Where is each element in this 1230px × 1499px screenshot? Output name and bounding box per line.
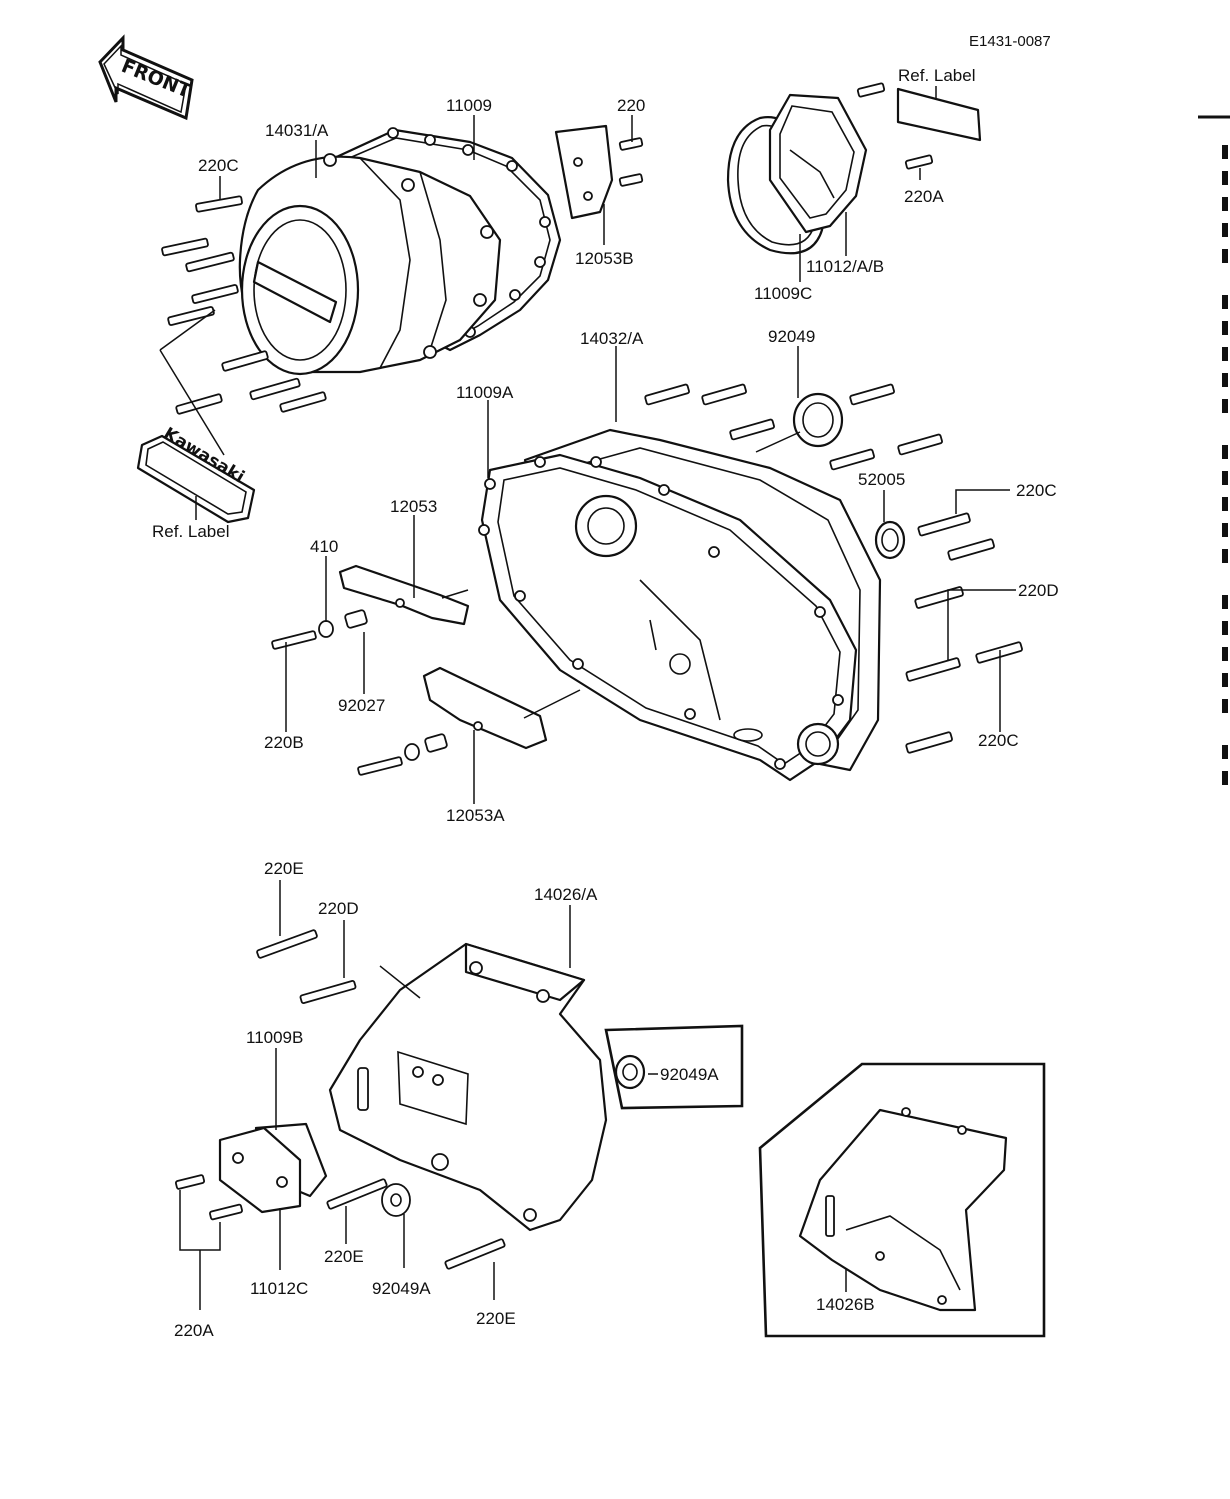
- chain-guide-12053: [271, 564, 470, 650]
- label-11009a: 11009A: [456, 383, 514, 402]
- label-220-top: 220: [617, 96, 645, 115]
- label-92049: 92049: [768, 327, 815, 346]
- crankcase-cover-gasket-11009a: [478, 453, 858, 782]
- label-220c-right-1: 220C: [1016, 481, 1057, 500]
- label-220c-right-2: 220C: [978, 731, 1019, 750]
- label-14026a: 14026/A: [534, 885, 598, 904]
- label-11012ab: 11012/A/B: [806, 257, 884, 276]
- label-11009c: 11009C: [754, 284, 812, 303]
- label-220c-top: 220C: [198, 156, 239, 175]
- ref-label-plate-top: [896, 87, 982, 142]
- cutoff-list-marks: [1198, 115, 1230, 785]
- label-14026b: 14026B: [816, 1295, 875, 1314]
- label-92049a-box: 92049A: [660, 1065, 719, 1084]
- seal-92049: [792, 392, 844, 448]
- label-14032a: 14032/A: [580, 329, 644, 348]
- label-410: 410: [310, 537, 338, 556]
- cover-gasket-11009b-and-plate-11012c: [218, 1122, 328, 1214]
- label-220a-top: 220A: [904, 187, 944, 206]
- label-220e-mid: 220E: [324, 1247, 364, 1266]
- label-ref-label-left: Ref. Label: [152, 522, 230, 541]
- generator-cover-bolts: [161, 195, 327, 415]
- label-92027: 92027: [338, 696, 385, 715]
- label-11009b: 11009B: [246, 1028, 303, 1047]
- label-220b: 220B: [264, 733, 304, 752]
- label-ref-label-top: Ref. Label: [898, 66, 976, 85]
- diagram-code: E1431-0087: [969, 33, 1051, 50]
- seal-52005: [874, 520, 906, 560]
- label-220a-bottom: 220A: [174, 1321, 214, 1340]
- ref-label-leaders-left: [159, 309, 225, 456]
- label-52005: 52005: [858, 470, 905, 489]
- sprocket-cover-14026a: [328, 942, 608, 1232]
- sprocket-cover-bolts: [174, 929, 506, 1270]
- label-92049a-bottom: 92049A: [372, 1279, 431, 1298]
- label-220e-bottom: 220E: [476, 1309, 516, 1328]
- label-14031a: 14031/A: [265, 121, 329, 140]
- label-220d-right: 220D: [1018, 581, 1059, 600]
- label-12053a: 12053A: [446, 806, 505, 825]
- leader-lines: [179, 86, 1016, 1310]
- front-arrow-icon: FRONT: [98, 34, 194, 121]
- crankcase-cover-bolts: [644, 383, 1023, 754]
- label-11012c: 11012C: [250, 1279, 308, 1298]
- label-220d-bottom: 220D: [318, 899, 359, 918]
- clutch-cover-11012: [768, 93, 868, 234]
- chain-guide-12053b: [554, 124, 644, 220]
- label-220e-top: 220E: [264, 859, 304, 878]
- label-12053b: 12053B: [575, 249, 634, 268]
- seal-92049a-detail-box: [604, 1024, 744, 1110]
- chain-guide-12053a: [357, 666, 548, 776]
- label-11009: 11009: [446, 96, 492, 115]
- clutch-cover-screws: [856, 82, 934, 170]
- sprocket-cover-14026b-detail-box: [758, 1062, 1046, 1338]
- label-12053: 12053: [390, 497, 437, 516]
- part-labels: 14031/A 11009 220 220C 12053B Ref. Label…: [152, 66, 1059, 1340]
- generator-cover: [238, 153, 502, 376]
